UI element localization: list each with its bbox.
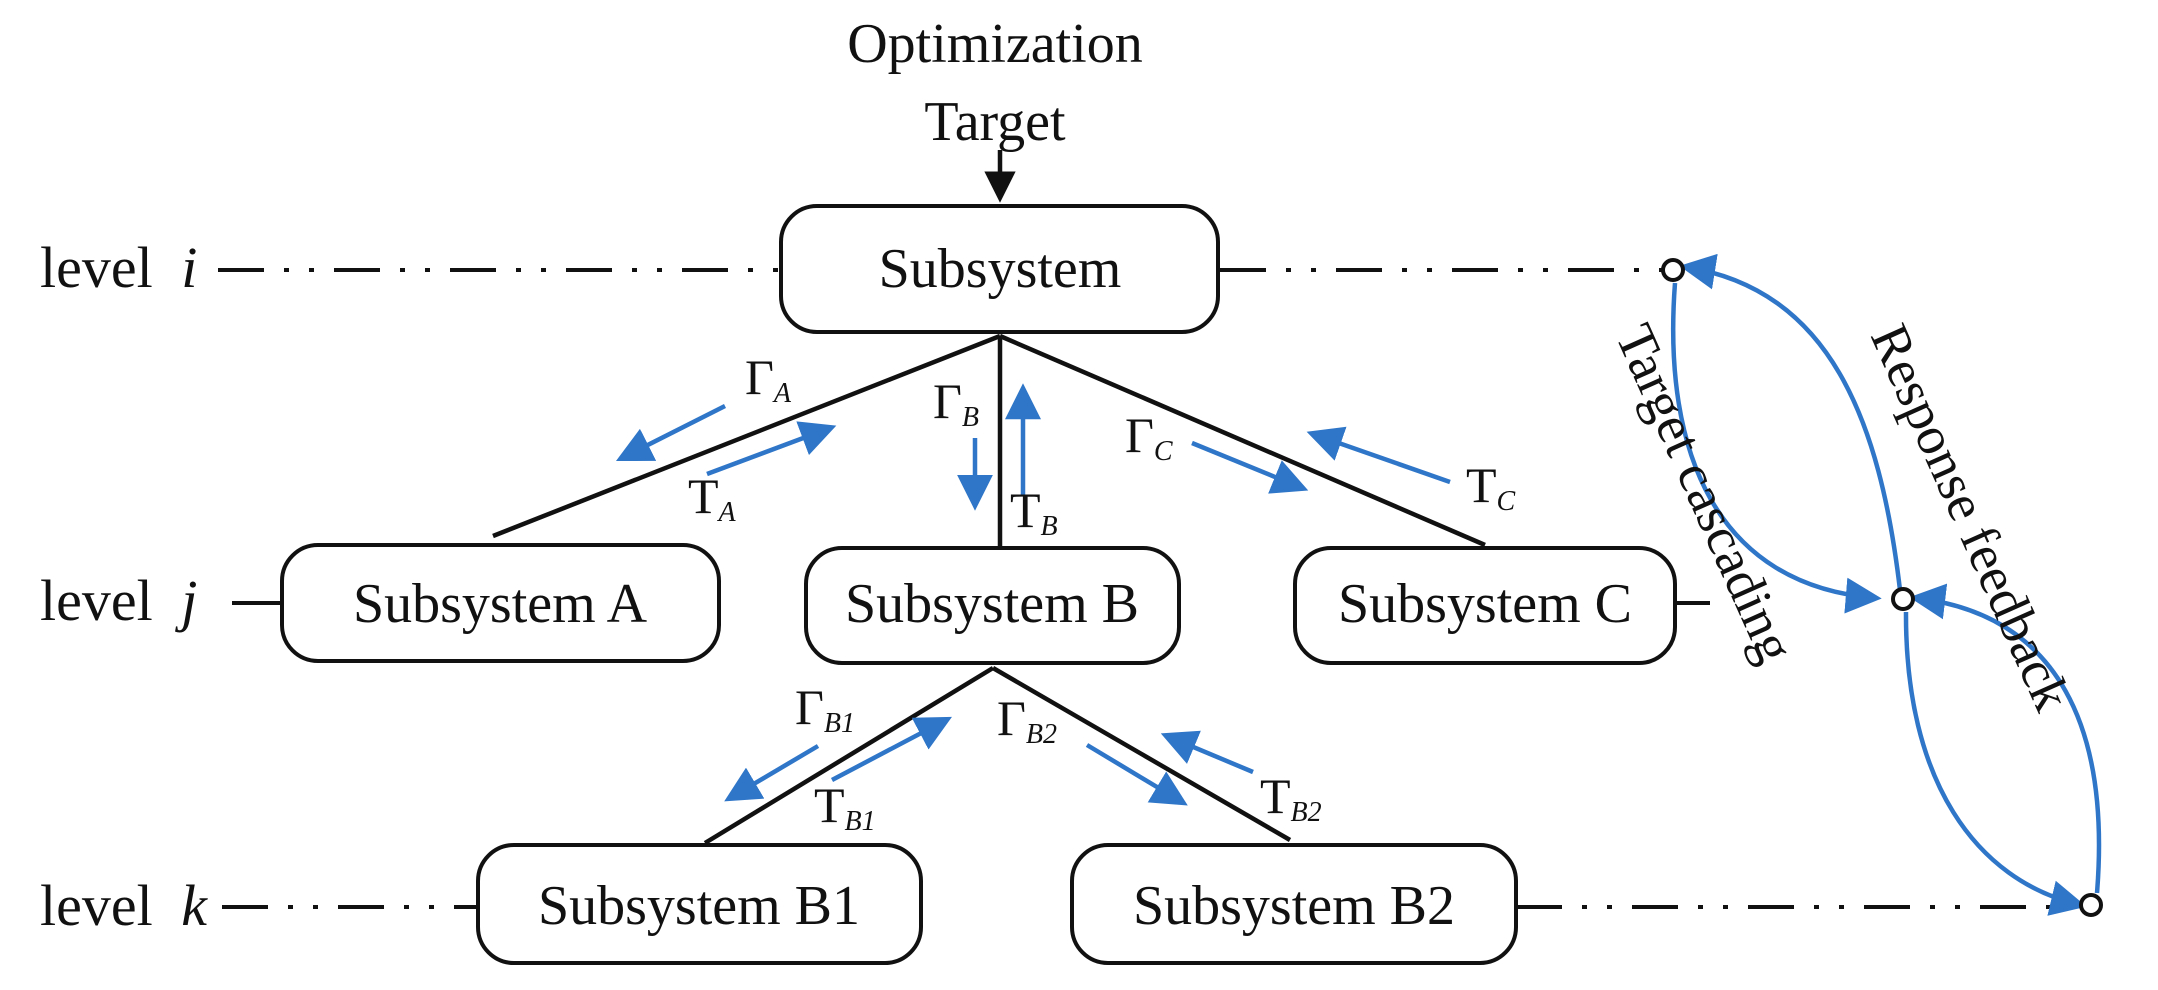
level-k-label: level k (40, 873, 208, 938)
label-gamma-a-symbol: Γ (745, 349, 774, 405)
subsystem-c-box: Subsystem C (1293, 546, 1677, 665)
label-t-a: TA (688, 468, 737, 528)
cascade-curve-bottom (1903, 611, 2087, 916)
subsystem-top-box: Subsystem (779, 204, 1220, 334)
label-t-b1-sub: B1 (845, 806, 876, 837)
feedback-curve-top (1679, 253, 1903, 591)
subsystem-a-box: Subsystem A (280, 543, 721, 663)
label-t-b2-symbol: T (1260, 768, 1291, 824)
level-j-word: level (40, 568, 153, 633)
target-title-line1: Optimization (847, 13, 1143, 75)
arrow-t-a (706, 421, 837, 477)
label-gamma-b1-symbol: Γ (795, 679, 824, 735)
response-feedback-label: Response feedback (1859, 315, 2083, 719)
label-t-b-sub: B (1041, 511, 1058, 542)
subsystem-c-label: Subsystem C (1338, 573, 1632, 635)
label-gamma-b-sub: B (962, 402, 979, 433)
arrow-gamma-b1 (724, 744, 820, 802)
label-gamma-b1: ΓB1 (795, 679, 855, 739)
subsystem-b2-box: Subsystem B2 (1070, 843, 1518, 965)
connector-b-to-b2 (991, 666, 1292, 842)
node-level-j (1891, 587, 1915, 611)
node-level-i (1661, 258, 1685, 282)
label-gamma-a-sub: A (772, 378, 792, 409)
label-t-b1: TB1 (814, 777, 876, 837)
arrow-t-c (1306, 426, 1451, 485)
level-j-var: j (174, 568, 197, 633)
subsystem-b2-label: Subsystem B2 (1133, 875, 1455, 937)
level-i-word: level (40, 235, 153, 300)
feedback-curve-bottom (1909, 583, 2102, 894)
subsystem-a-label: Subsystem A (353, 573, 648, 635)
label-t-b: TB (1010, 482, 1058, 542)
label-t-a-sub: A (717, 497, 737, 528)
arrow-gamma-a (615, 403, 727, 462)
label-t-c-sub: C (1497, 486, 1516, 517)
level-i-label: level i (40, 235, 197, 300)
label-t-b2-sub: B2 (1291, 797, 1322, 828)
label-t-b1-symbol: T (814, 777, 845, 833)
level-i-var: i (181, 235, 197, 300)
label-gamma-b: ΓB (933, 373, 979, 433)
connector-top-to-c (999, 333, 1486, 548)
subsystem-b-box: Subsystem B (804, 546, 1181, 665)
label-t-b-symbol: T (1010, 482, 1041, 538)
level-j-label: level j (40, 568, 197, 633)
subsystem-top-label: Subsystem (879, 238, 1122, 300)
label-gamma-b-symbol: Γ (933, 373, 962, 429)
level-k-word: level (40, 873, 153, 938)
label-t-a-symbol: T (688, 468, 719, 524)
label-t-c: TC (1466, 457, 1516, 517)
arrow-t-b2 (1160, 730, 1254, 775)
subsystem-b-label: Subsystem B (845, 573, 1139, 635)
connector-top-to-a (492, 333, 1001, 539)
label-gamma-b2-symbol: Γ (997, 690, 1026, 746)
label-gamma-b2: ΓB2 (997, 690, 1057, 750)
label-gamma-b2-sub: B2 (1026, 719, 1057, 750)
label-gamma-b1-sub: B1 (824, 708, 855, 739)
label-t-c-symbol: T (1466, 457, 1497, 513)
arrow-gamma-b2 (1085, 743, 1188, 806)
label-t-b2: TB2 (1260, 768, 1322, 828)
label-gamma-c-symbol: Γ (1125, 407, 1154, 463)
target-title-line2: Target (924, 91, 1066, 153)
level-k-var: k (181, 873, 208, 938)
subsystem-b1-box: Subsystem B1 (476, 843, 923, 965)
label-gamma-c-sub: C (1154, 436, 1173, 467)
label-gamma-a: ΓA (745, 349, 792, 409)
connector-b-to-b1 (703, 666, 995, 845)
label-gamma-c: ΓC (1125, 407, 1173, 467)
node-level-k (2079, 893, 2103, 917)
cascade-curve-top (1670, 282, 1882, 614)
subsystem-b1-label: Subsystem B1 (538, 875, 860, 937)
arrow-t-b1 (830, 716, 952, 782)
arrow-gamma-c (1191, 440, 1309, 494)
